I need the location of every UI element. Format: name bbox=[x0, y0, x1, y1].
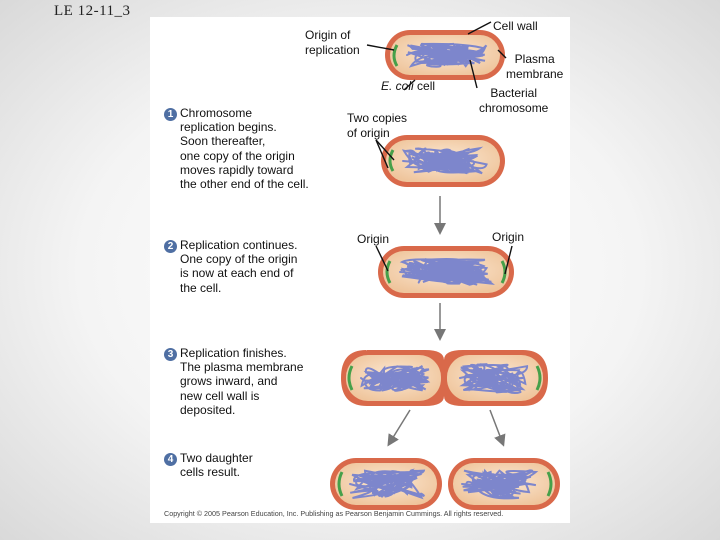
step-3-badge: 3 bbox=[164, 348, 177, 361]
copyright-notice: Copyright © 2005 Pearson Education, Inc.… bbox=[164, 509, 504, 518]
daughter-cell-right bbox=[448, 458, 560, 510]
chromosome-strand bbox=[399, 257, 496, 286]
slide-title: LE 12-11_3 bbox=[54, 3, 131, 19]
daughter-cell-left bbox=[330, 458, 442, 510]
label-origin-right: Origin bbox=[492, 230, 525, 244]
ecoli-cell-stage-2 bbox=[381, 135, 505, 187]
origin-marker bbox=[392, 44, 399, 67]
label-ecoli-cell: E. coli cell bbox=[381, 79, 435, 94]
origin-marker bbox=[347, 365, 354, 391]
chromosome-strand bbox=[406, 42, 488, 68]
bacterial-chromosome bbox=[349, 468, 426, 500]
step-1-text: Chromosome replication begins. Soon ther… bbox=[180, 106, 309, 192]
bacterial-chromosome bbox=[406, 42, 488, 68]
ecoli-cell-stage-3-dividing bbox=[341, 350, 548, 406]
origin-marker-left bbox=[385, 260, 392, 284]
chromosome-strand bbox=[401, 146, 488, 175]
label-cell-wall: Cell wall bbox=[493, 19, 538, 33]
step-3-text: Replication finishes. The plasma membran… bbox=[180, 346, 304, 417]
chromosome-strand bbox=[459, 363, 529, 395]
label-origin-of-replication: Origin of replication bbox=[305, 28, 360, 57]
step-1-badge: 1 bbox=[164, 108, 177, 121]
label-two-copies-of-origin: Two copies of origin bbox=[347, 111, 408, 140]
bacterial-chromosome bbox=[401, 146, 488, 175]
label-ecoli-species: E. coli bbox=[381, 79, 414, 93]
label-plasma-membrane: Plasma membrane bbox=[506, 52, 564, 81]
bacterial-chromosome bbox=[399, 257, 496, 286]
origin-marker bbox=[535, 365, 542, 391]
origin-marker bbox=[388, 149, 395, 172]
chromosome-strand bbox=[461, 468, 539, 500]
bacterial-chromosome bbox=[459, 363, 529, 395]
chromosome-strand bbox=[349, 468, 426, 500]
label-bacterial-chromosome: Bacterial chromosome bbox=[479, 86, 549, 115]
label-ecoli-cell-word: cell bbox=[413, 79, 436, 93]
origin-marker bbox=[546, 471, 553, 497]
ecoli-cell-stage-3 bbox=[378, 246, 514, 298]
leader-lines bbox=[366, 21, 513, 275]
ecoli-cell-stage-1 bbox=[385, 30, 505, 80]
chromosome-strand bbox=[360, 365, 431, 392]
step-2-text: Replication continues. One copy of the o… bbox=[180, 238, 298, 295]
step-4-text: Two daughter cells result. bbox=[180, 451, 253, 480]
step-2-badge: 2 bbox=[164, 240, 177, 253]
progress-arrow bbox=[387, 409, 411, 447]
progress-arrow bbox=[489, 409, 506, 447]
bacterial-chromosome bbox=[360, 365, 431, 392]
origin-marker bbox=[337, 471, 344, 497]
bacterial-chromosome bbox=[461, 468, 539, 500]
label-origin-left: Origin bbox=[357, 232, 390, 246]
step-4-badge: 4 bbox=[164, 453, 177, 466]
